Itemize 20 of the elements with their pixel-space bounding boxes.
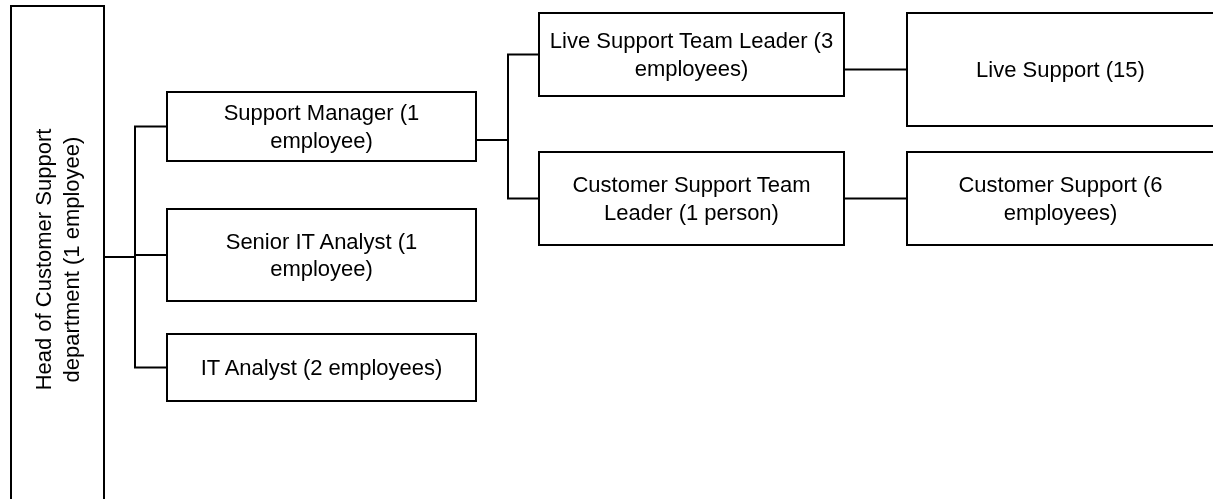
org-box (906, 12, 1213, 127)
org-box (166, 91, 477, 162)
role-label: Senior IT Analyst (1 employee) (224, 227, 419, 283)
org-box (538, 12, 845, 97)
role-label: Support Manager (1 employee) (222, 99, 421, 154)
role-label: Live Support (15) (975, 55, 1146, 84)
connector-line (844, 68, 907, 71)
org-box (10, 5, 105, 499)
org-box (906, 151, 1213, 246)
connector-line (104, 256, 167, 369)
org-box (166, 208, 477, 302)
role-label: Live Support Team Leader (3 employees) (548, 27, 835, 82)
role-label: Head of Customer Support department (1 employee) (30, 127, 85, 392)
connector-line (476, 139, 539, 200)
org-box (166, 333, 477, 402)
role-label: Customer Support Team Leader (1 person) (571, 171, 812, 226)
role-label: IT Analyst (2 employees) (199, 353, 444, 382)
role-label: Customer Support (6 employees) (957, 171, 1164, 226)
org-box (538, 151, 845, 246)
connector-line (844, 197, 907, 200)
